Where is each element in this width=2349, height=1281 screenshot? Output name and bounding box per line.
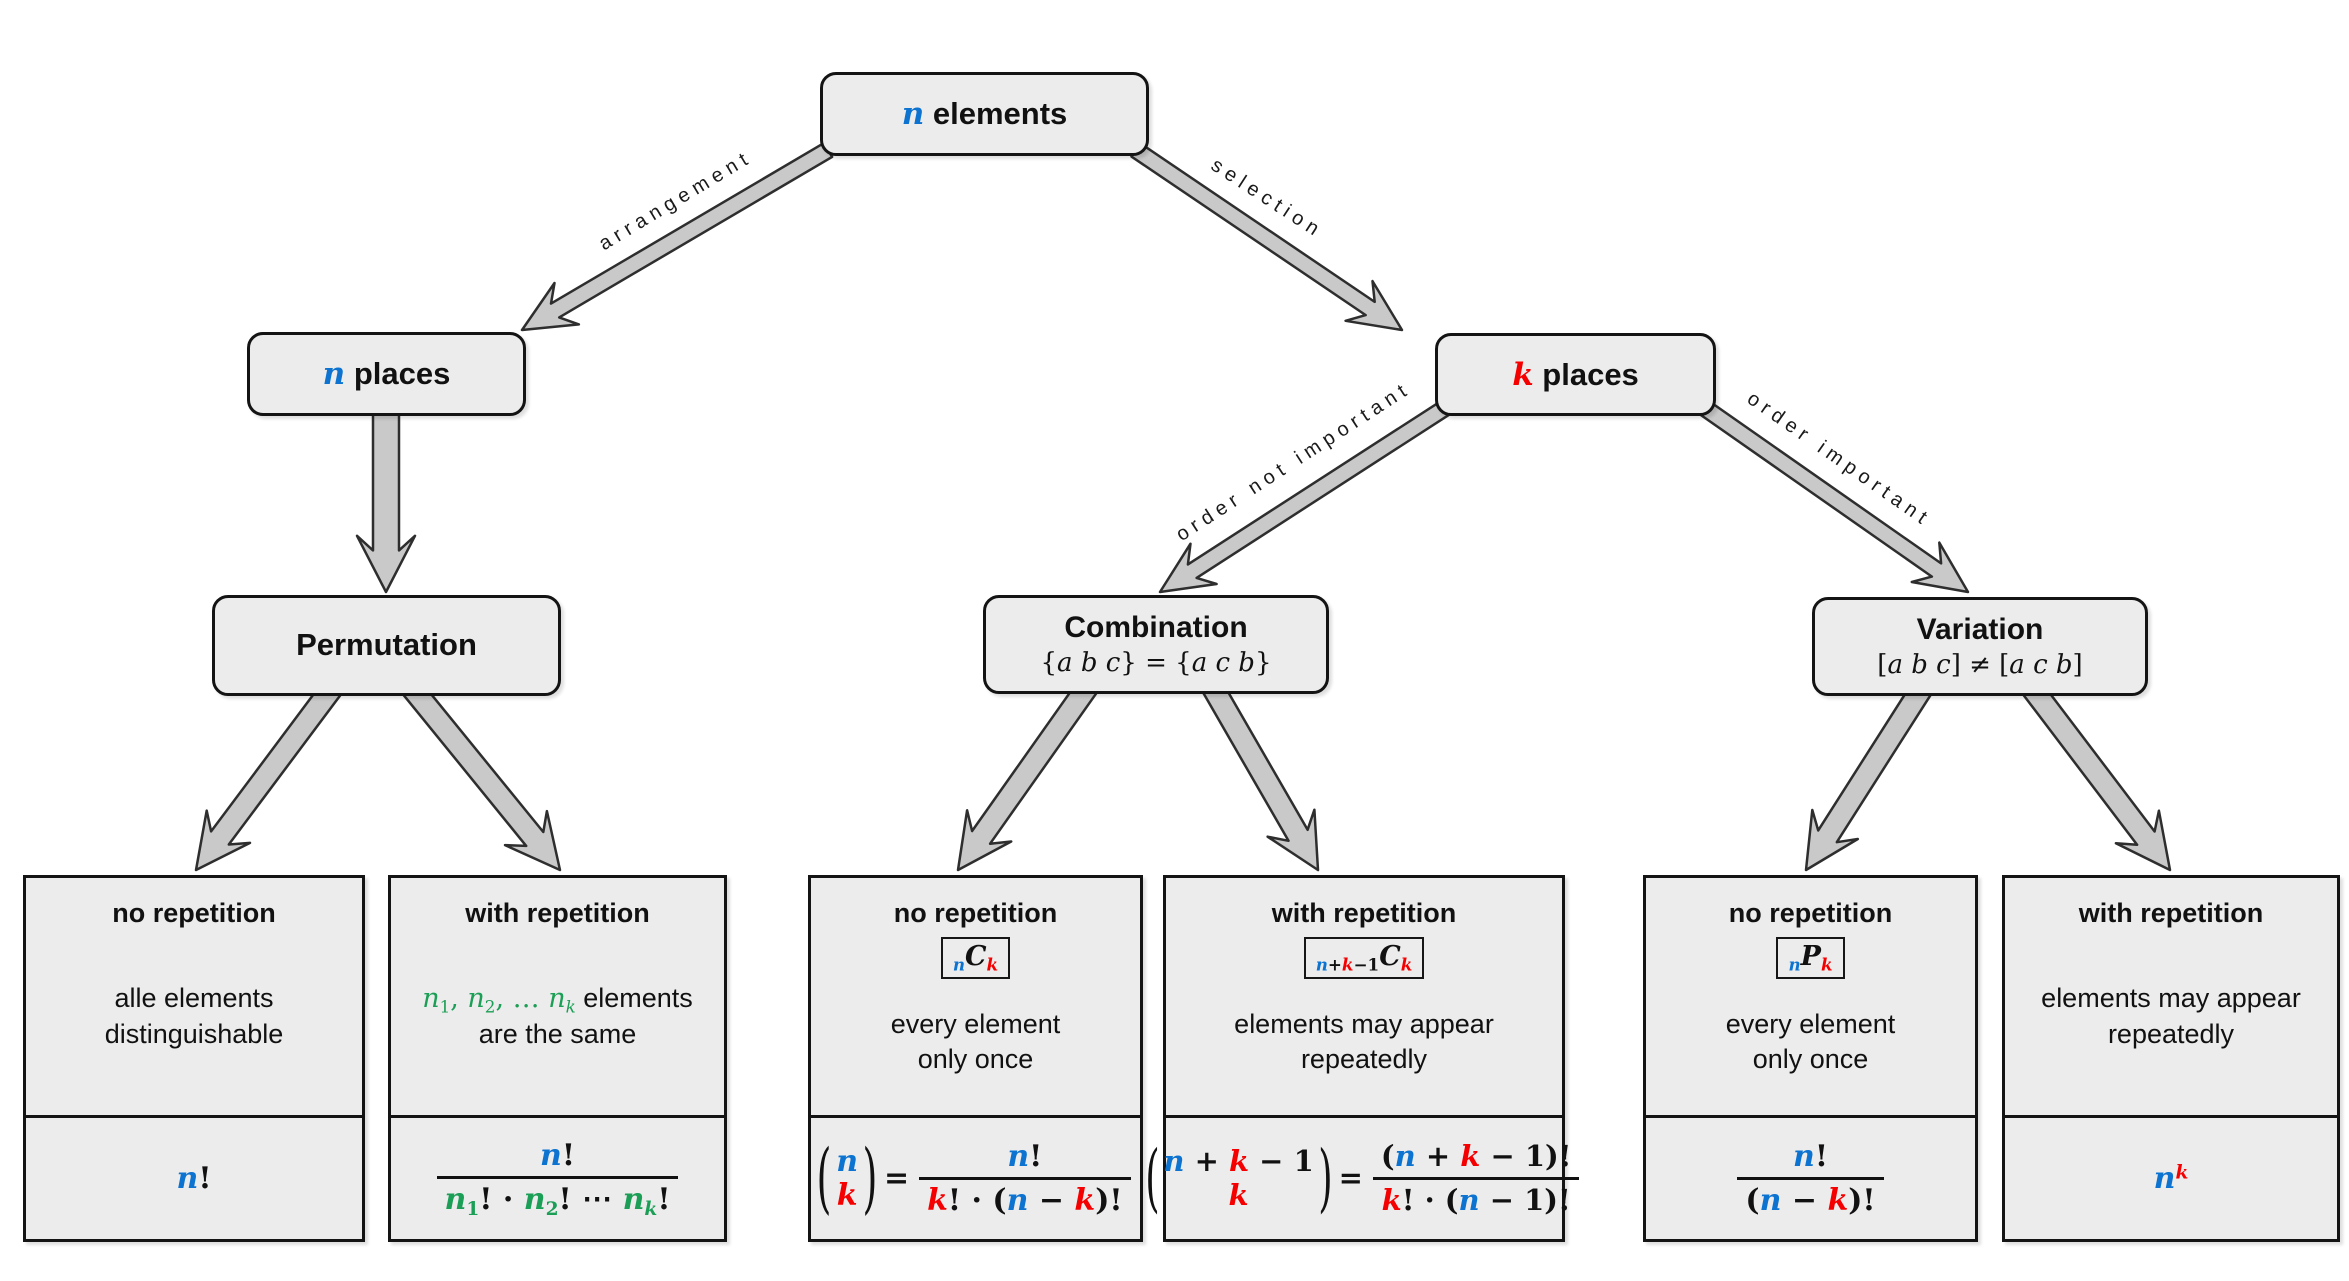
leaf-formula: n! [176, 1161, 212, 1196]
node-k-places-label: k places [1512, 356, 1639, 393]
combination-subtitle: {a b c} = {a c b} [1040, 648, 1272, 678]
node-n-places: n places [247, 332, 526, 416]
variation-title: Variation [1916, 613, 2044, 646]
leaf-formula: nk [2153, 1161, 2189, 1196]
leaf-title: no repetition [112, 898, 276, 928]
combination-title: Combination [1064, 611, 1248, 644]
node-n-places-label: n places [322, 356, 451, 392]
node-permutation: Permutation [212, 595, 561, 696]
leaf-title: no repetition [893, 898, 1058, 928]
leaf-description: elements may appear repeatedly [1234, 1008, 1494, 1075]
leaf-formula: n!n1! · n2! ⋯ nk! [391, 1118, 724, 1239]
permutation-title: Permutation [296, 627, 477, 663]
symbol-nPk: nPk [1776, 937, 1845, 980]
leaf-variation-with-repetition: with repetition elements may appear repe… [2002, 875, 2340, 1242]
leaf-top: no repetition alle elements distinguisha… [26, 878, 362, 1118]
leaf-description: elements may appear repeatedly [2041, 983, 2301, 1049]
node-combination: Combination {a b c} = {a c b} [983, 595, 1329, 694]
leaf-top: no repetition nCk every element only onc… [811, 878, 1140, 1118]
leaf-title: with repetition [1271, 898, 1457, 928]
leaf-formula: n!(n − k)! [1646, 1118, 1975, 1239]
leaf-title: with repetition [465, 898, 650, 928]
leaf-permutation-with-repetition: with repetition n1, n2, … nk elements ar… [388, 875, 727, 1242]
node-n-elements-label: n elements [901, 96, 1068, 132]
node-k-places: k places [1435, 333, 1716, 416]
leaf-top: no repetition nPk every element only onc… [1646, 878, 1975, 1118]
leaf-permutation-no-repetition: no repetition alle elements distinguisha… [23, 875, 365, 1242]
leaf-combination-no-repetition: no repetition nCk every element only onc… [808, 875, 1143, 1242]
leaf-description: every element only once [890, 1008, 1061, 1075]
leaf-title: no repetition [1728, 898, 1893, 928]
leaf-combination-with-repetition: with repetition n+k−1Ck elements may app… [1145, 875, 1580, 1242]
leaf-top: with repetition elements may appear repe… [2005, 878, 2337, 1118]
leaf-description: every element only once [1725, 1008, 1896, 1075]
leaf-top: with repetition n1, n2, … nk elements ar… [391, 878, 724, 1118]
leaf-description: n1, n2, … nk elements are the same [422, 982, 693, 1050]
variation-subtitle: [a b c] ≠ [a c b] [1877, 650, 2083, 680]
symbol-n+k-1Ck: n+k−1Ck [1303, 937, 1425, 980]
node-n-elements: n elements [820, 72, 1149, 156]
node-variation: Variation [a b c] ≠ [a c b] [1812, 597, 2148, 696]
leaf-description: alle elements distinguishable [104, 983, 284, 1049]
leaf-variation-no-repetition: no repetition nPk every element only onc… [1643, 875, 1978, 1242]
leaf-title: with repetition [2078, 898, 2264, 928]
leaf-top: with repetition n+k−1Ck elements may app… [1166, 878, 1562, 1118]
symbol-nCk: nCk [940, 937, 1011, 980]
